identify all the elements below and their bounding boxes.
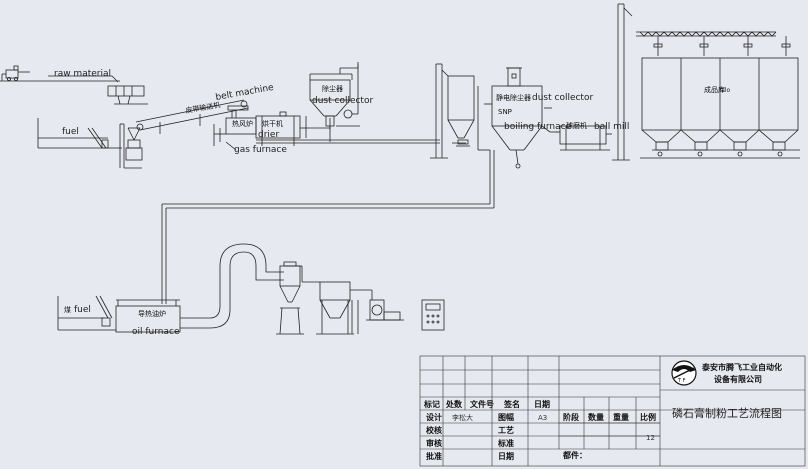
gas-furnace bbox=[213, 105, 257, 151]
label-silo-cn: 成品库 bbox=[704, 85, 725, 94]
cyclone-separator bbox=[276, 261, 320, 335]
raw-material-loader bbox=[0, 65, 148, 105]
diagram-labels: raw material fuel 皮带输送机 belt machine 热风炉… bbox=[54, 69, 730, 337]
screw-conveyor bbox=[636, 31, 791, 56]
ball-mill bbox=[556, 125, 612, 151]
row-design-value2: A3 bbox=[538, 414, 547, 422]
fuel-feed-top bbox=[37, 118, 122, 149]
bucket-elevator-2 bbox=[612, 3, 633, 161]
rotary-drier bbox=[255, 111, 307, 146]
label-raw-material: raw material bbox=[54, 69, 111, 79]
header-count: 处数 bbox=[445, 399, 463, 409]
label-dryer-cn: 烘干机 bbox=[262, 119, 283, 128]
label-ball-mill: ball mill bbox=[594, 122, 629, 132]
company-logo-icon: T F bbox=[671, 360, 697, 386]
label-fuel-bottom-cn: 煤 bbox=[64, 305, 71, 314]
label-oil-furnace-cn: 导热油炉 bbox=[138, 309, 166, 318]
label-electrostatic-cn: 静电除尘器 bbox=[496, 93, 531, 102]
induced-draft-fan bbox=[366, 290, 404, 321]
row-check-label: 校核 bbox=[426, 425, 442, 435]
thermal-oil-pipeline bbox=[161, 150, 495, 304]
row-review-label: 审核 bbox=[426, 438, 442, 448]
label-belt-machine: belt machine bbox=[215, 83, 275, 103]
hot-air-duct bbox=[209, 243, 284, 329]
title-block-frame bbox=[419, 355, 806, 467]
row-design-value: 李松大 bbox=[452, 413, 473, 422]
intermediate-silo bbox=[447, 75, 475, 147]
company-name-line2: 设备有限公司 bbox=[714, 374, 762, 384]
header-date: 日期 bbox=[534, 399, 550, 409]
row-check-label2: 工艺 bbox=[498, 425, 514, 435]
label-hot-air-furnace-cn: 热风炉 bbox=[232, 119, 253, 128]
row-approve-label2: 日期 bbox=[498, 451, 514, 461]
label-drier: drier bbox=[258, 130, 279, 140]
scale-label: 比例 bbox=[640, 412, 656, 422]
row-design-label: 设计 bbox=[426, 412, 442, 422]
bag-filter bbox=[316, 281, 372, 335]
weight-label: 重量 bbox=[613, 412, 629, 422]
control-cabinet bbox=[421, 299, 445, 331]
label-dust-collector-1: dust collector bbox=[312, 96, 373, 106]
company-name-line1: 泰安市腾飞工业自动化 bbox=[701, 362, 782, 372]
header-signature: 签名 bbox=[503, 399, 520, 409]
label-ball-mill-cn: 球磨机 bbox=[566, 121, 587, 130]
label-dust-remover-cn: 除尘器 bbox=[322, 84, 343, 93]
stage-label: 阶段 bbox=[563, 412, 579, 422]
row-review-label2: 标准 bbox=[497, 438, 514, 448]
oil-furnace bbox=[115, 299, 210, 333]
fuel-feed-bottom bbox=[57, 295, 116, 331]
label-boiling-furnace-code: SNP bbox=[498, 108, 512, 116]
label-boiling-furnace: boiling furnace bbox=[504, 122, 572, 132]
label-silo: silo bbox=[720, 87, 730, 94]
label-oil-furnace: oil furnace bbox=[132, 327, 180, 337]
header-file-no: 文件号 bbox=[470, 399, 494, 409]
feed-hopper bbox=[119, 123, 143, 169]
label-fuel-bottom: fuel bbox=[74, 305, 91, 315]
finished-product-silos bbox=[640, 57, 800, 159]
belt-conveyor bbox=[135, 99, 249, 134]
row-approve-label: 批准 bbox=[426, 451, 442, 461]
label-gas-furnace: gas furnace bbox=[234, 145, 287, 155]
label-dust-collector-2: dust collector bbox=[532, 93, 593, 103]
title-block-text: 泰安市腾飞工业自动化 设备有限公司 磷石膏制粉工艺流程图 标记 处数 文件号 签… bbox=[423, 362, 782, 461]
svg-text:T F: T F bbox=[677, 378, 686, 384]
sheet-label: 都件： bbox=[562, 450, 587, 460]
label-fuel-top: fuel bbox=[62, 127, 79, 137]
main-pipeline bbox=[256, 118, 466, 144]
dust-collector-1 bbox=[309, 62, 360, 130]
row-design-label2: 图幅 bbox=[498, 412, 514, 422]
boiling-furnace bbox=[477, 67, 558, 169]
quantity-label: 数量 bbox=[588, 412, 604, 422]
header-mark: 标记 bbox=[423, 399, 440, 409]
bucket-elevator-1 bbox=[430, 63, 449, 159]
drawing-title: 磷石膏制粉工艺流程图 bbox=[672, 406, 782, 420]
scale-value: 12 bbox=[646, 434, 655, 442]
